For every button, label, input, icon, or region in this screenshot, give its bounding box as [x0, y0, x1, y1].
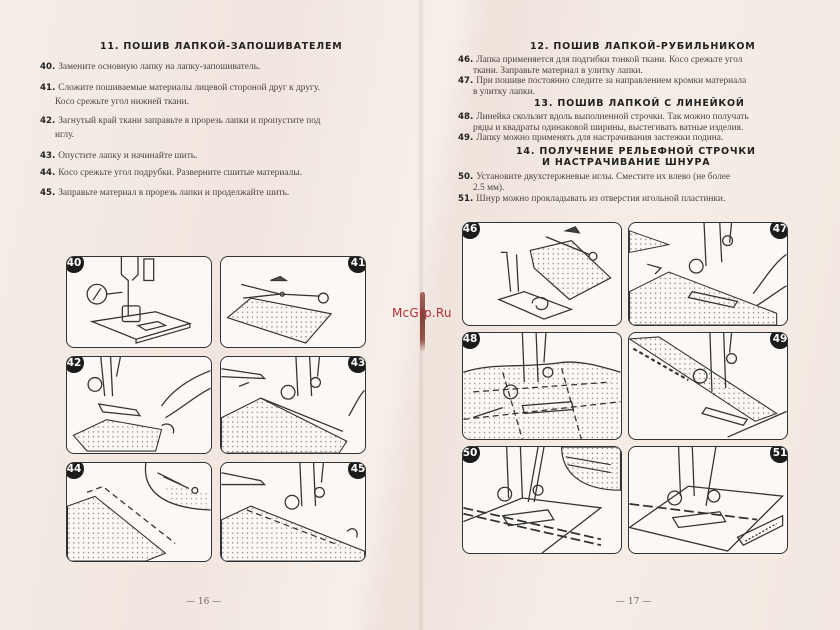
page-number-17: — 17 —	[616, 597, 652, 607]
section-title-12: 12. ПОШИВ ЛАПКОЙ-РУБИЛЬНИКОМ	[530, 41, 756, 52]
instruction-49: 49.Лапку можно применять для настрачиван…	[458, 133, 723, 144]
figure-42: 42	[66, 356, 212, 454]
instruction-continuation: иглу.	[55, 130, 75, 140]
zipper-sewing-illustration	[629, 333, 787, 438]
instruction-number: 43.	[40, 151, 56, 161]
right-page: 12. ПОШИВ ЛАПКОЙ-РУБИЛЬНИКОМ 46.Лапка пр…	[420, 0, 840, 630]
watermark: McGrp.Ru	[392, 306, 452, 320]
instruction-41: 41.Сложите пошиваемые материалы лицевой …	[40, 81, 320, 109]
hemmer-foot-illustration	[497, 226, 612, 320]
left-page: 11. ПОШИВ ЛАПКОЙ-ЗАПОШИВАТЕЛЕМ 40.Замени…	[40, 41, 366, 607]
figure-number-badge: 41	[348, 257, 365, 273]
instruction-48: 48.Линейка скользит вдоль выполненной ст…	[458, 112, 749, 133]
presser-foot-illustration	[86, 257, 192, 344]
twin-needle-illustration	[463, 447, 621, 553]
instruction-continuation: в улитку лапки.	[473, 86, 535, 97]
instruction-number: 47.	[458, 76, 474, 86]
figure-number-badge: 45	[348, 463, 365, 479]
instruction-45: 45.Заправьте материал в прорезь лапки и …	[40, 186, 289, 200]
figure-47: 47	[628, 222, 788, 326]
instruction-text: Сложите пошиваемые материалы лицевой сто…	[58, 83, 320, 93]
instruction-44: 44.Косо срежьте угол подрубки. Развернит…	[40, 166, 302, 180]
cording-illustration	[629, 447, 784, 552]
instruction-42: 42.Загнутый край ткани заправьте в проре…	[40, 114, 320, 142]
instruction-number: 45.	[40, 188, 56, 198]
section-title-11: 11. ПОШИВ ЛАПКОЙ-ЗАПОШИВАТЕЛЕМ	[100, 41, 343, 52]
figure-50: 50	[462, 446, 622, 554]
instruction-continuation: ряды и квадраты одинаковой ширины, высте…	[473, 122, 744, 133]
section-title-14-line2: И НАСТРАЧИВАНИЕ ШНУРА	[542, 157, 711, 168]
figure-number-badge: 51	[770, 447, 787, 463]
instruction-number: 48.	[458, 112, 474, 122]
instruction-text: Установите двухстержневые иглы. Сместите…	[476, 172, 731, 182]
instruction-number: 44.	[40, 168, 56, 178]
page-number-16: — 16 —	[186, 597, 222, 607]
instruction-text: При пошиве постоянно следите за направле…	[476, 76, 747, 86]
figure-number-badge: 48	[463, 333, 480, 349]
instruction-text: Лапка применяется для подгибки тонкой тк…	[476, 55, 743, 65]
figure-45: 45	[220, 462, 366, 562]
guide-edge-illustration	[629, 223, 787, 325]
instruction-text: Опустите лапку и начинайте шить.	[58, 151, 198, 161]
instruction-text: Линейка скользит вдоль выполненной строч…	[476, 112, 749, 122]
instruction-46: 46.Лапка применяется для подгибки тонкой…	[458, 55, 742, 76]
figure-number-badge: 42	[67, 357, 84, 373]
instruction-number: 40.	[40, 62, 56, 72]
figure-48: 48	[462, 332, 622, 440]
sewing-start-illustration	[221, 357, 365, 453]
instruction-continuation: ткани. Заправьте материал в улитку лапки…	[473, 65, 643, 76]
figure-49: 49	[628, 332, 788, 440]
figure-number-badge: 40	[67, 257, 84, 273]
figure-number-badge: 44	[67, 463, 84, 479]
instruction-number: 50.	[458, 172, 474, 182]
instruction-continuation: 2.5 мм).	[473, 182, 505, 193]
instruction-51: 51.Шнур можно прокладывать из отверстия …	[458, 194, 725, 205]
figure-43: 43	[220, 356, 366, 454]
instruction-47: 47.При пошиве постоянно следите за напра…	[458, 76, 746, 97]
instruction-text: Замените основную лапку на лапку-запошив…	[58, 62, 261, 72]
instruction-continuation: Косо срежьте угол нижней ткани.	[55, 97, 189, 107]
figure-number-badge: 47	[770, 223, 787, 239]
figure-number-badge: 43	[348, 357, 365, 373]
instruction-50: 50.Установите двухстержневые иглы. Смест…	[458, 172, 730, 193]
cut-hem-illustration	[67, 463, 211, 561]
figure-40: 40	[66, 256, 212, 348]
instruction-text: Заправьте материал в прорезь лапки и про…	[58, 188, 290, 198]
instruction-number: 41.	[40, 83, 56, 93]
instruction-number: 51.	[458, 194, 474, 204]
section-title-13: 13. ПОШИВ ЛАПКОЙ С ЛИНЕЙКОЙ	[534, 98, 745, 109]
quilting-guide-illustration	[463, 333, 621, 439]
instruction-text: Загнутый край ткани заправьте в прорезь …	[58, 116, 321, 126]
instruction-40: 40.Замените основную лапку на лапку-запо…	[40, 60, 260, 74]
figure-44: 44	[66, 462, 212, 562]
instruction-text: Шнур можно прокладывать из отверстия иго…	[476, 194, 726, 204]
figure-number-badge: 50	[463, 447, 480, 463]
figure-51: 51	[628, 446, 788, 554]
continue-sewing-illustration	[221, 463, 365, 561]
instruction-number: 42.	[40, 116, 56, 126]
scissors-fabric-illustration	[226, 275, 333, 344]
instruction-number: 49.	[458, 133, 474, 143]
instruction-text: Лапку можно применять для настрачивания …	[476, 133, 724, 143]
instruction-text: Косо срежьте угол подрубки. Разверните с…	[58, 168, 302, 178]
instruction-number: 46.	[458, 55, 474, 65]
figure-41: 41	[220, 256, 366, 348]
section-title-14-line1: 14. ПОЛУЧЕНИЕ РЕЛЬЕФНОЙ СТРОЧКИ	[516, 146, 756, 157]
instruction-43: 43.Опустите лапку и начинайте шить.	[40, 149, 197, 163]
figure-number-badge: 46	[463, 223, 480, 239]
figure-46: 46	[462, 222, 622, 326]
spine-stain	[420, 292, 425, 352]
figure-number-badge: 49	[770, 333, 787, 349]
fold-edge-illustration	[72, 357, 211, 452]
